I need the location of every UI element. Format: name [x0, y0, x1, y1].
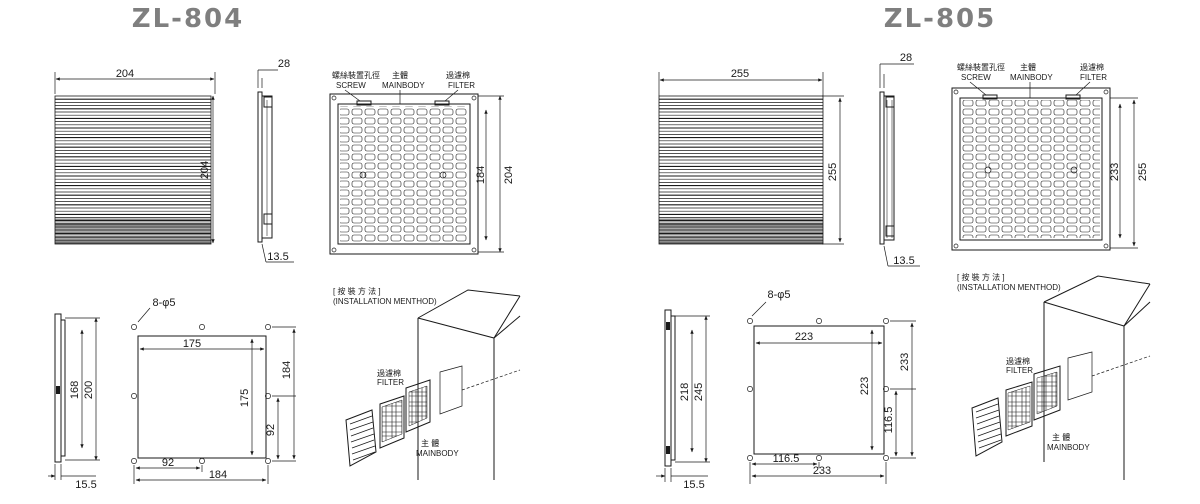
side-view: 28 13.5	[879, 52, 920, 267]
front-width-label: 204	[116, 68, 134, 80]
cutout-right-mid-label: 116.5	[883, 407, 895, 434]
louver-lines	[658, 95, 824, 245]
screw-cn-label: 螺絲裝置孔徑	[957, 62, 1005, 72]
holes-label: 8-φ5	[152, 297, 175, 309]
filter-cn-label: 過濾棉	[1080, 62, 1104, 72]
back-view: 螺絲裝置孔徑 SCREW 主體 MAINBODY 過濾棉 FILTER 23	[951, 62, 1149, 251]
front-view: 204 204	[54, 68, 216, 245]
install-mainbody-cn: 主 體	[421, 438, 439, 448]
install-mainbody-cn: 主 體	[1052, 432, 1070, 442]
install-filter-cn: 過濾棉	[377, 368, 401, 378]
louver-lines	[54, 95, 212, 245]
back-outer-label: 255	[1137, 163, 1149, 181]
model-title: ZL-804	[132, 4, 244, 34]
cutout-side-outer-label: 245	[693, 383, 705, 401]
model-title: ZL-805	[884, 4, 996, 34]
install-title: [ 按 裝 方 法 ]	[333, 286, 381, 296]
mainbody-cn-label: 主體	[392, 70, 408, 80]
cutout-right-mid-label: 92	[265, 424, 277, 436]
install-title-en: (INSTALLATION MENTHOD)	[957, 283, 1061, 292]
cutout-side-view: 218 245 15.5	[656, 309, 710, 491]
front-height-label: 204	[199, 161, 211, 179]
screw-en-label: SCREW	[336, 81, 366, 90]
cutout-side-inner-label: 168	[69, 381, 81, 399]
installation-view: [ 按 裝 方 法 ] (INSTALLATION MENTHOD) 過濾棉 F…	[333, 286, 521, 480]
cutout-bottom-full-label: 233	[813, 465, 831, 477]
cutout-width-label: 175	[183, 338, 201, 350]
cutout-side-view: 168 200 15.5	[48, 313, 100, 491]
mainbody-en-label: MAINBODY	[382, 81, 425, 90]
screw-cn-label: 螺絲裝置孔徑	[332, 70, 380, 80]
holes-label: 8-φ5	[767, 289, 790, 301]
cutout-side-thick-label: 15.5	[683, 479, 704, 491]
mounting-holes	[747, 318, 889, 461]
install-mainbody-en: MAINBODY	[1047, 443, 1090, 452]
cutout-right-top-label: 184	[281, 361, 293, 379]
cutout-right-top-label: 233	[899, 353, 911, 371]
install-filter-cn: 過濾棉	[1006, 356, 1030, 366]
filter-en-label: FILTER	[1080, 73, 1107, 82]
back-outer-label: 204	[503, 166, 515, 184]
screw-en-label: SCREW	[961, 73, 991, 82]
cutout-side-thick-label: 15.5	[75, 479, 96, 491]
side-depth-label: 28	[900, 52, 912, 64]
mainbody-en-label: MAINBODY	[1010, 73, 1053, 82]
install-filter-en: FILTER	[377, 378, 404, 387]
cutout-view: 8-φ5 175 175 184 92	[131, 297, 296, 484]
back-inner-label: 233	[1109, 163, 1121, 181]
cutout-width-label: 223	[795, 331, 813, 343]
cutout-view: 8-φ5 223 223 233 116.5	[747, 289, 916, 484]
install-title: [ 按 裝 方 法 ]	[957, 272, 1005, 282]
filter-en-label: FILTER	[448, 81, 475, 90]
mounting-holes	[131, 324, 271, 464]
filter-cn-label: 過濾棉	[446, 70, 470, 80]
side-thickness-label: 13.5	[893, 255, 914, 267]
cutout-height-label: 223	[859, 377, 871, 395]
front-width-label: 255	[731, 68, 749, 80]
installation-view: [ 按 裝 方 法 ] (INSTALLATION MENTHOD) 過濾棉 F…	[957, 272, 1151, 480]
model-zl-804: ZL-804 204 204 28 13.5	[48, 4, 521, 491]
install-filter-en: FILTER	[1006, 366, 1033, 375]
side-view: 28 13.5	[257, 58, 294, 263]
side-thickness-label: 13.5	[267, 251, 288, 263]
cutout-height-label: 175	[239, 389, 251, 407]
cutout-bottom-full-label: 184	[209, 469, 227, 481]
model-zl-805: ZL-805 255 255 28 13.5	[656, 4, 1151, 491]
cutout-bottom-half-label: 116.5	[773, 453, 800, 465]
back-view: 螺絲裝置孔徑 SCREW 主體 MAINBODY 過濾棉 FILTER 18	[329, 70, 515, 255]
back-inner-label: 184	[475, 166, 487, 184]
cutout-bottom-half-label: 92	[162, 457, 174, 469]
install-mainbody-en: MAINBODY	[416, 449, 459, 458]
mainbody-cn-label: 主體	[1020, 62, 1036, 72]
install-title-en: (INSTALLATION MENTHOD)	[333, 297, 437, 306]
cutout-side-outer-label: 200	[83, 381, 95, 399]
cutout-side-inner-label: 218	[679, 383, 691, 401]
front-height-label: 255	[827, 163, 839, 181]
front-view: 255 255	[658, 68, 844, 245]
side-depth-label: 28	[278, 58, 290, 70]
